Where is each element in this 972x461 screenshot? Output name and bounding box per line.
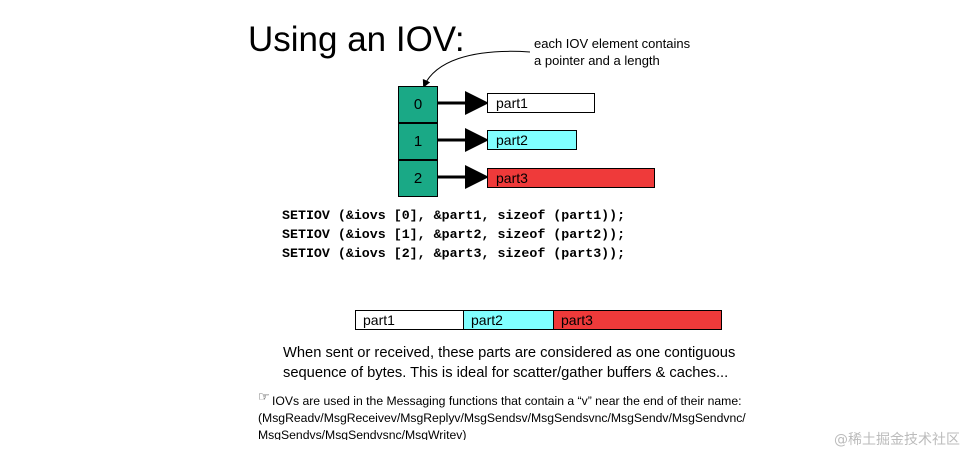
contiguous-part2: part2 (463, 310, 554, 330)
pointing-hand-icon: ☞ (258, 389, 270, 404)
description-line-1: When sent or received, these parts are c… (283, 345, 736, 361)
annotation-line-2: a pointer and a length (534, 53, 660, 68)
contiguous-part3: part3 (553, 310, 722, 330)
part1-box: part1 (487, 93, 595, 113)
part2-box: part2 (487, 130, 577, 150)
contiguous-part1: part1 (355, 310, 464, 330)
footnote-line-3: MsgSendvs/MsgSendvsnc/MsgWritev) (258, 428, 467, 442)
code-line-3: SETIOV (&iovs [2], &part3, sizeof (part3… (282, 246, 626, 261)
part3-box: part3 (487, 168, 655, 188)
description-line-2: sequence of bytes. This is ideal for sca… (283, 365, 729, 381)
annotation-arrow (422, 50, 531, 88)
iov-index-2: 2 (398, 160, 438, 197)
iov-index-1: 1 (398, 123, 438, 160)
annotation-line-1: each IOV element contains (534, 36, 691, 51)
crop-mask (0, 440, 972, 461)
footnote-line-1: IOVs are used in the Messaging functions… (272, 394, 742, 408)
code-line-2: SETIOV (&iovs [1], &part2, sizeof (part2… (282, 227, 626, 242)
slide-title: Using an IOV: (248, 20, 465, 59)
code-line-1: SETIOV (&iovs [0], &part1, sizeof (part1… (282, 208, 626, 223)
footnote-line-2: (MsgReadv/MsgReceivev/MsgReplyv/MsgSends… (258, 411, 746, 425)
watermark: @稀土掘金技术社区 (834, 432, 960, 448)
iov-index-0: 0 (398, 86, 438, 123)
